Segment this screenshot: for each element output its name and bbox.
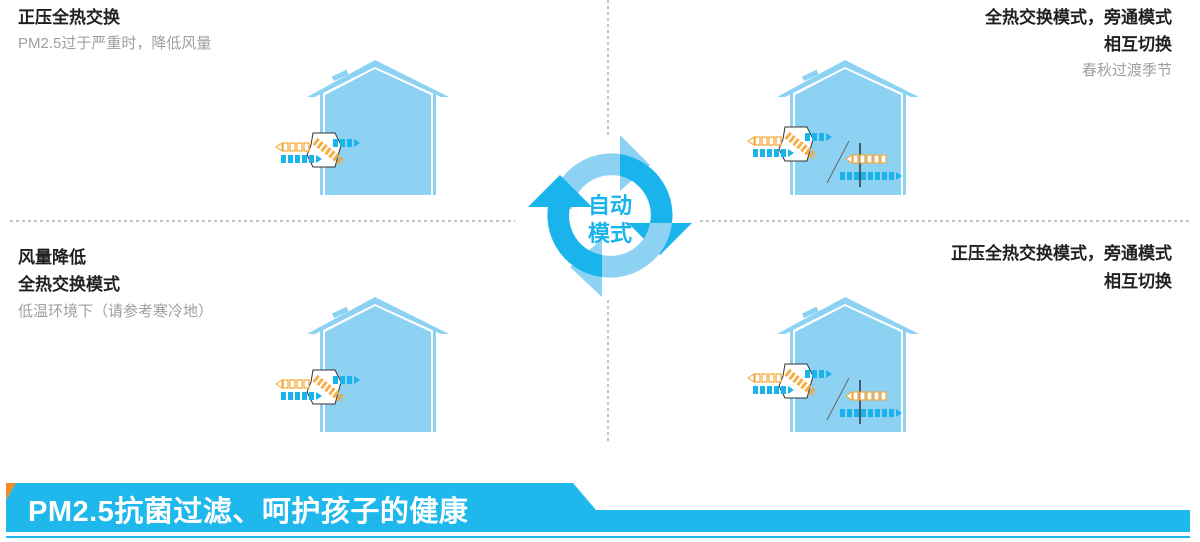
bl-subtitle: 低温环境下（请参考寒冷地） — [18, 303, 214, 320]
house-bypass-icon — [745, 55, 945, 215]
bl-title-2: 全热交换模式 — [18, 275, 120, 294]
house-heat-exchange-icon — [275, 55, 475, 215]
auto-mode-cycle: 自动 模式 — [510, 120, 710, 310]
house-heat-exchange-icon — [275, 292, 475, 452]
cycle-arrows-icon — [528, 135, 692, 297]
center-label-2: 模式 — [587, 221, 632, 246]
tl-title: 正压全热交换 — [18, 8, 120, 27]
tr-title-1: 全热交换模式，旁通模式 — [985, 8, 1172, 27]
center-label-1: 自动 — [587, 193, 632, 218]
br-title-1: 正压全热交换模式，旁通模式 — [951, 244, 1172, 263]
tr-title-2: 相互切换 — [1104, 35, 1172, 54]
banner-title: PM2.5抗菌过滤、呵护孩子的健康 — [28, 496, 469, 528]
tl-subtitle: PM2.5过于严重时，降低风量 — [18, 35, 212, 52]
banner: PM2.5抗菌过滤、呵护孩子的健康 — [0, 470, 1200, 542]
banner-shape — [6, 483, 1190, 538]
br-title-2: 相互切换 — [1104, 272, 1172, 291]
tr-subtitle: 春秋过渡季节 — [1081, 62, 1172, 79]
bl-title-1: 风量降低 — [18, 248, 86, 267]
house-bypass-icon — [745, 292, 945, 452]
